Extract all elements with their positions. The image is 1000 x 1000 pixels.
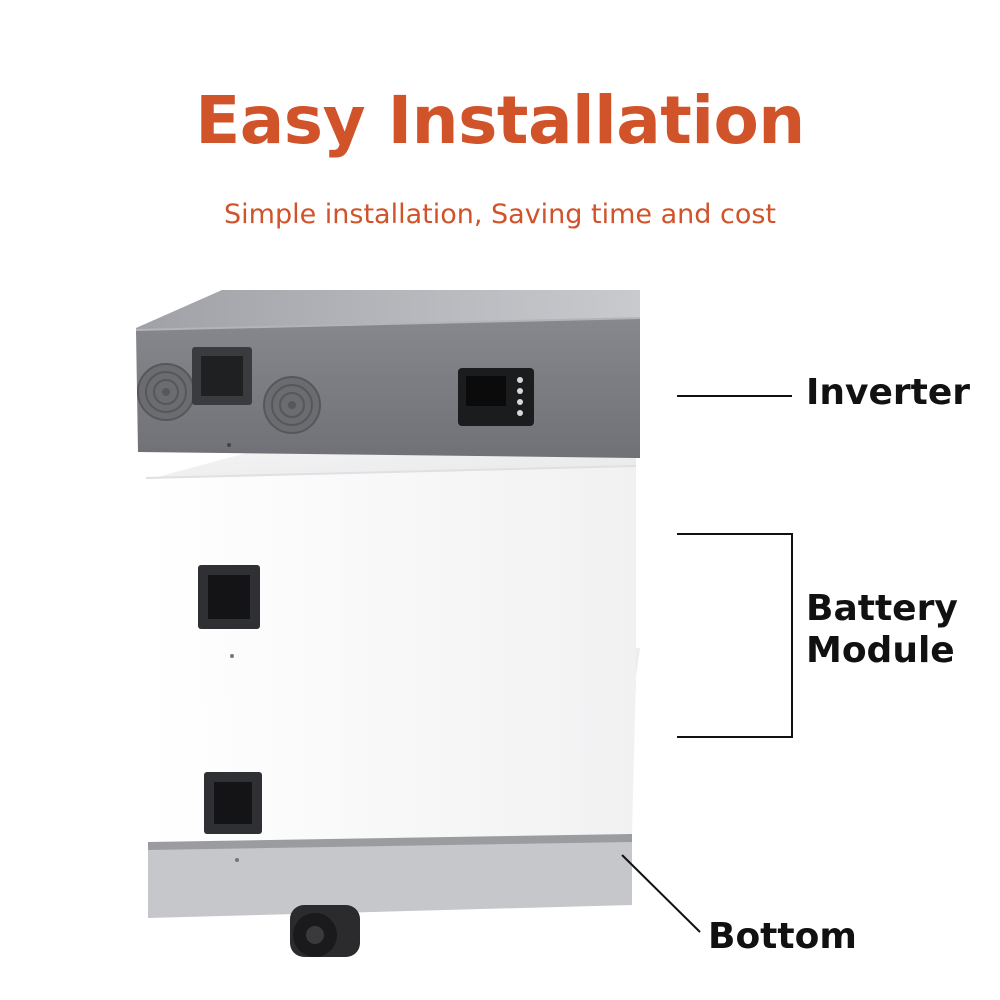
battery-bracket <box>677 533 793 738</box>
fan-right-icon <box>263 376 321 434</box>
battery-label-line1: Battery <box>806 588 958 629</box>
bottom-base <box>148 830 632 957</box>
battery-module-upper <box>145 448 637 700</box>
handle-lower <box>204 772 262 834</box>
page-title: Easy Installation <box>195 82 805 159</box>
bottom-callout-line <box>621 854 701 933</box>
wheel-front-left <box>290 905 360 957</box>
battery-module-label: Battery Module <box>806 588 958 672</box>
handle-upper <box>198 565 260 629</box>
battery-label-line2: Module <box>806 630 955 671</box>
inverter-label: Inverter <box>806 372 971 413</box>
bottom-label: Bottom <box>708 916 857 957</box>
page-subtitle: Simple installation, Saving time and cos… <box>224 199 776 230</box>
inverter-display-panel <box>458 368 534 426</box>
fan-left-icon <box>137 363 195 421</box>
inverter-handle <box>192 347 252 405</box>
inverter-unit <box>135 290 641 458</box>
